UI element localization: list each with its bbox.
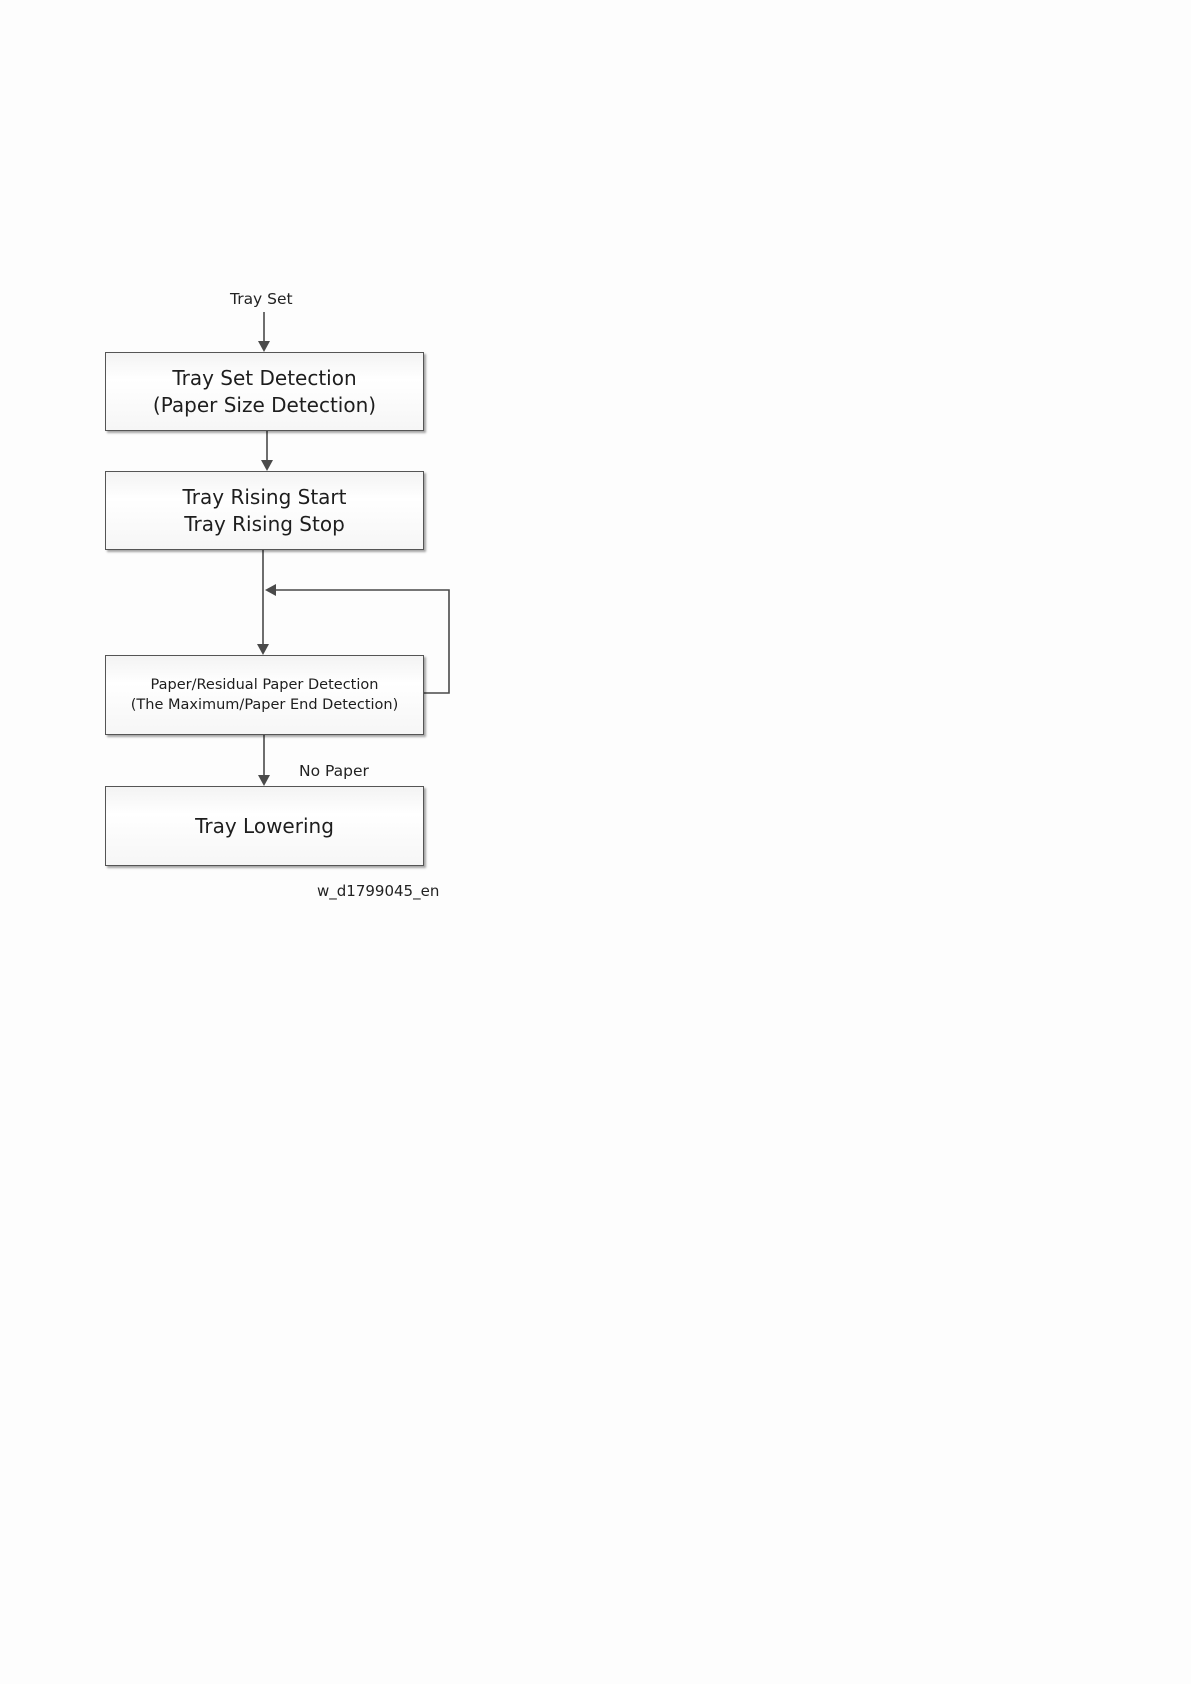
arrowhead-start <box>258 341 270 352</box>
tray-rising-box: Tray Rising Start Tray Rising Stop <box>105 471 424 550</box>
arrowhead-rising <box>261 460 273 471</box>
tray-lowering-line-1: Tray Lowering <box>195 813 334 840</box>
tray-set-detection-line-2: (Paper Size Detection) <box>153 392 376 419</box>
flowchart-connectors <box>0 0 1100 1556</box>
arrowhead-loop <box>265 584 276 596</box>
tray-lowering-box: Tray Lowering <box>105 786 424 866</box>
tray-rising-line-1: Tray Rising Start <box>183 484 347 511</box>
tray-set-detection-box: Tray Set Detection (Paper Size Detection… <box>105 352 424 431</box>
tray-rising-line-2: Tray Rising Stop <box>184 511 345 538</box>
paper-detection-box: Paper/Residual Paper Detection (The Maxi… <box>105 655 424 735</box>
no-paper-label: No Paper <box>299 762 369 780</box>
tray-set-detection-line-1: Tray Set Detection <box>172 365 356 392</box>
arrowhead-lowering <box>258 775 270 786</box>
start-label: Tray Set <box>230 290 293 308</box>
paper-detection-line-1: Paper/Residual Paper Detection <box>151 675 379 695</box>
paper-detection-line-2: (The Maximum/Paper End Detection) <box>131 695 399 715</box>
arrowhead-paper-detection <box>257 644 269 655</box>
document-page: Tray Set Tray Set Detection (Paper Size … <box>0 0 1100 1556</box>
figure-id: w_d1799045_en <box>317 882 439 900</box>
